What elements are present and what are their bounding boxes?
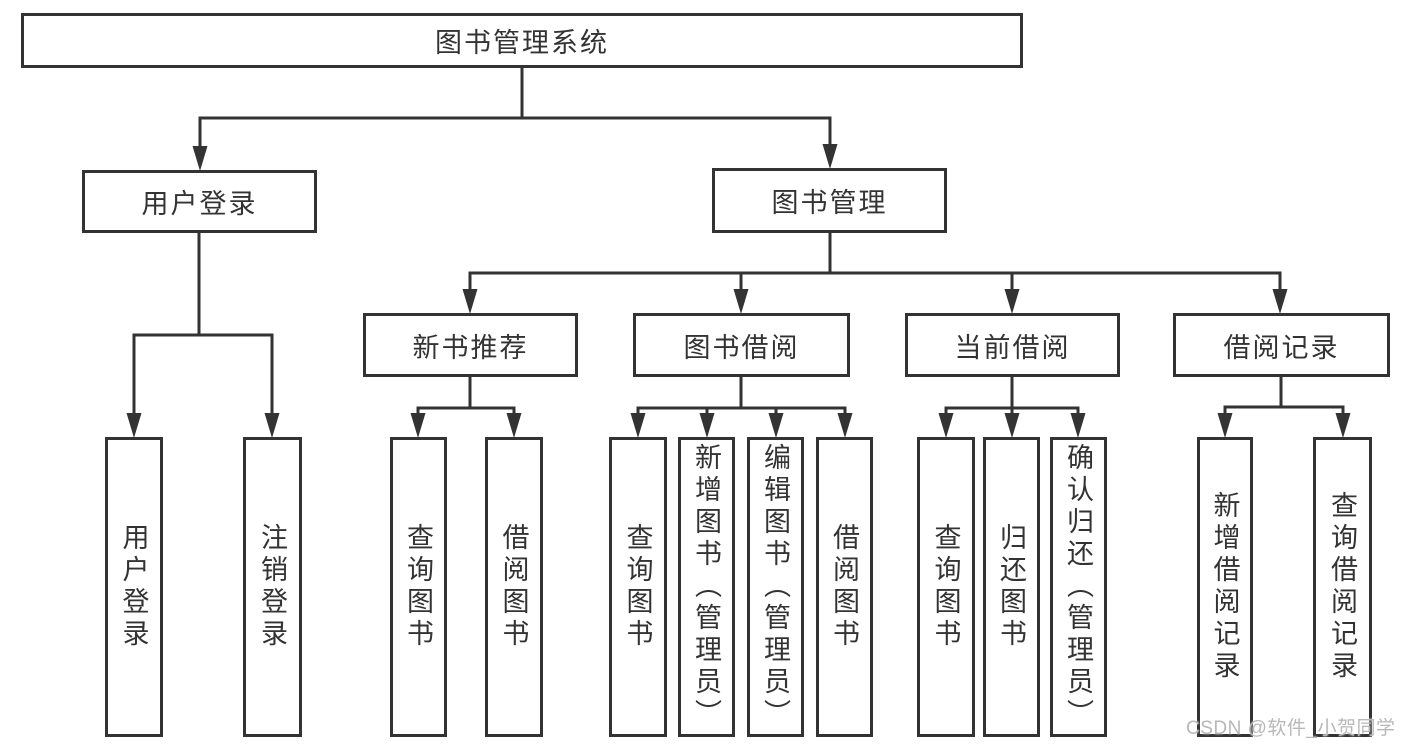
leaf-borrow-borrow-books: 借阅图书 [816,437,873,737]
arrowheads [126,144,1351,438]
node-book-management: 图书管理 [712,168,947,233]
leaf-newrec-query-books: 查询图书 [390,437,447,737]
node-user-login: 用户登录 [82,170,317,233]
leaf-current-confirm-return-admin: 确认归还（管理员） [1050,437,1107,737]
leaf-record-add-borrow-record: 新增借阅记录 [1197,437,1253,737]
leaf-record-query-borrow-record: 查询借阅记录 [1313,437,1372,737]
csdn-watermark: CSDN @软件_小贺同学 [1186,718,1396,739]
leaf-user-login: 用户登录 [105,437,163,737]
leaf-current-query-books: 查询图书 [917,437,975,737]
leaf-borrow-query-books: 查询图书 [609,437,667,737]
leaf-borrow-edit-books-admin: 编辑图书（管理员） [747,437,804,737]
node-new-book-recommend: 新书推荐 [363,313,578,377]
leaf-borrow-add-books-admin: 新增图书（管理员） [678,437,735,737]
leaf-logout: 注销登录 [243,437,302,737]
node-book-borrow: 图书借阅 [633,313,850,377]
leaf-newrec-borrow-books: 借阅图书 [485,437,543,737]
leaf-current-return-books: 归还图书 [983,437,1040,737]
node-root-system: 图书管理系统 [21,13,1023,68]
node-borrow-record: 借阅记录 [1173,313,1390,377]
node-current-borrow: 当前借阅 [905,313,1120,377]
